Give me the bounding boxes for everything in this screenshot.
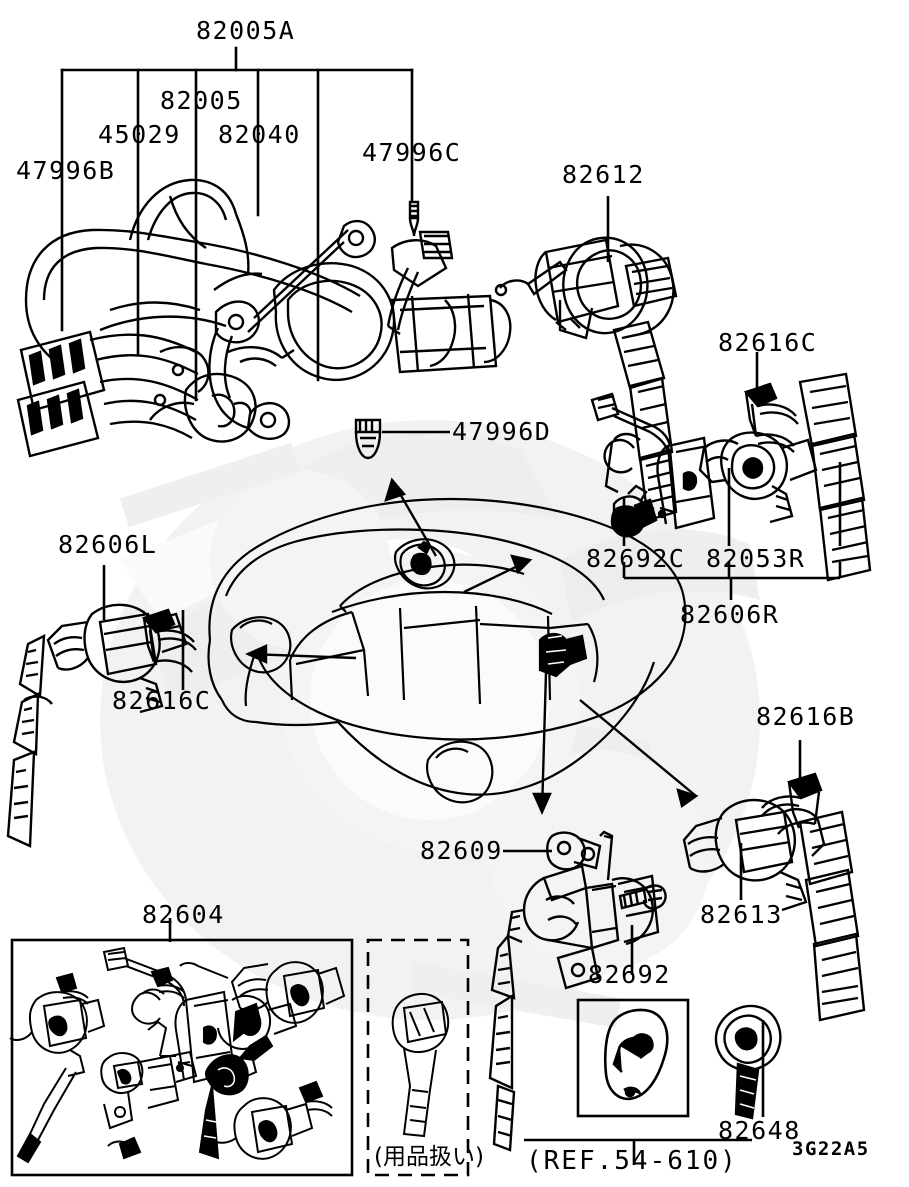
screw-82692: [618, 884, 667, 910]
kit-contents-82604: [9, 946, 346, 1164]
label-82005A: 82005A: [196, 16, 296, 45]
clip-82692C: [610, 498, 658, 538]
label-82053R: 82053R: [706, 544, 806, 573]
label-82604: 82604: [142, 900, 225, 929]
label-82040: 82040: [218, 120, 301, 149]
label-82005: 82005: [160, 86, 243, 115]
fob-box-82692: [576, 998, 690, 1118]
screw-47996D: [354, 418, 382, 460]
label-82606L: 82606L: [58, 530, 158, 559]
label-82648: 82648: [718, 1116, 801, 1145]
label-47996D: 47996D: [452, 417, 552, 446]
label-82612: 82612: [562, 160, 645, 189]
key-82648: [714, 1004, 782, 1120]
ignition-lock-82612: [494, 236, 678, 522]
diagram-code: 3G22A5: [792, 1138, 870, 1160]
label-82616C-right: 82616C: [718, 328, 818, 357]
leader-lines: [102, 196, 802, 1165]
assembly-arrows: [245, 477, 699, 815]
reference-note: (REF.54-610): [526, 1146, 738, 1176]
top-bracket: [60, 46, 414, 402]
steering-column-assembly: [16, 178, 512, 458]
label-45029: 45029: [98, 120, 181, 149]
label-82616B: 82616B: [756, 702, 856, 731]
label-47996B: 47996B: [16, 156, 116, 185]
accessory-key: [391, 992, 450, 1138]
kit-box-82604: [10, 938, 354, 1177]
door-lock-82613: [682, 798, 866, 1022]
clip-82616C-left: [141, 608, 197, 673]
accessory-note: (用品扱い): [374, 1144, 484, 1170]
label-82609: 82609: [420, 836, 503, 865]
accessory-box: [366, 938, 470, 1177]
label-82692C: 82692C: [586, 544, 686, 573]
label-82606R: 82606R: [680, 600, 780, 629]
clip-82616C-right: [743, 382, 799, 453]
lock-assembly-82609: [488, 830, 660, 1152]
label-82613: 82613: [700, 900, 783, 929]
label-47996C: 47996C: [362, 138, 462, 167]
label-82616C-left: 82616C: [112, 686, 212, 715]
label-82692: 82692: [588, 960, 671, 989]
